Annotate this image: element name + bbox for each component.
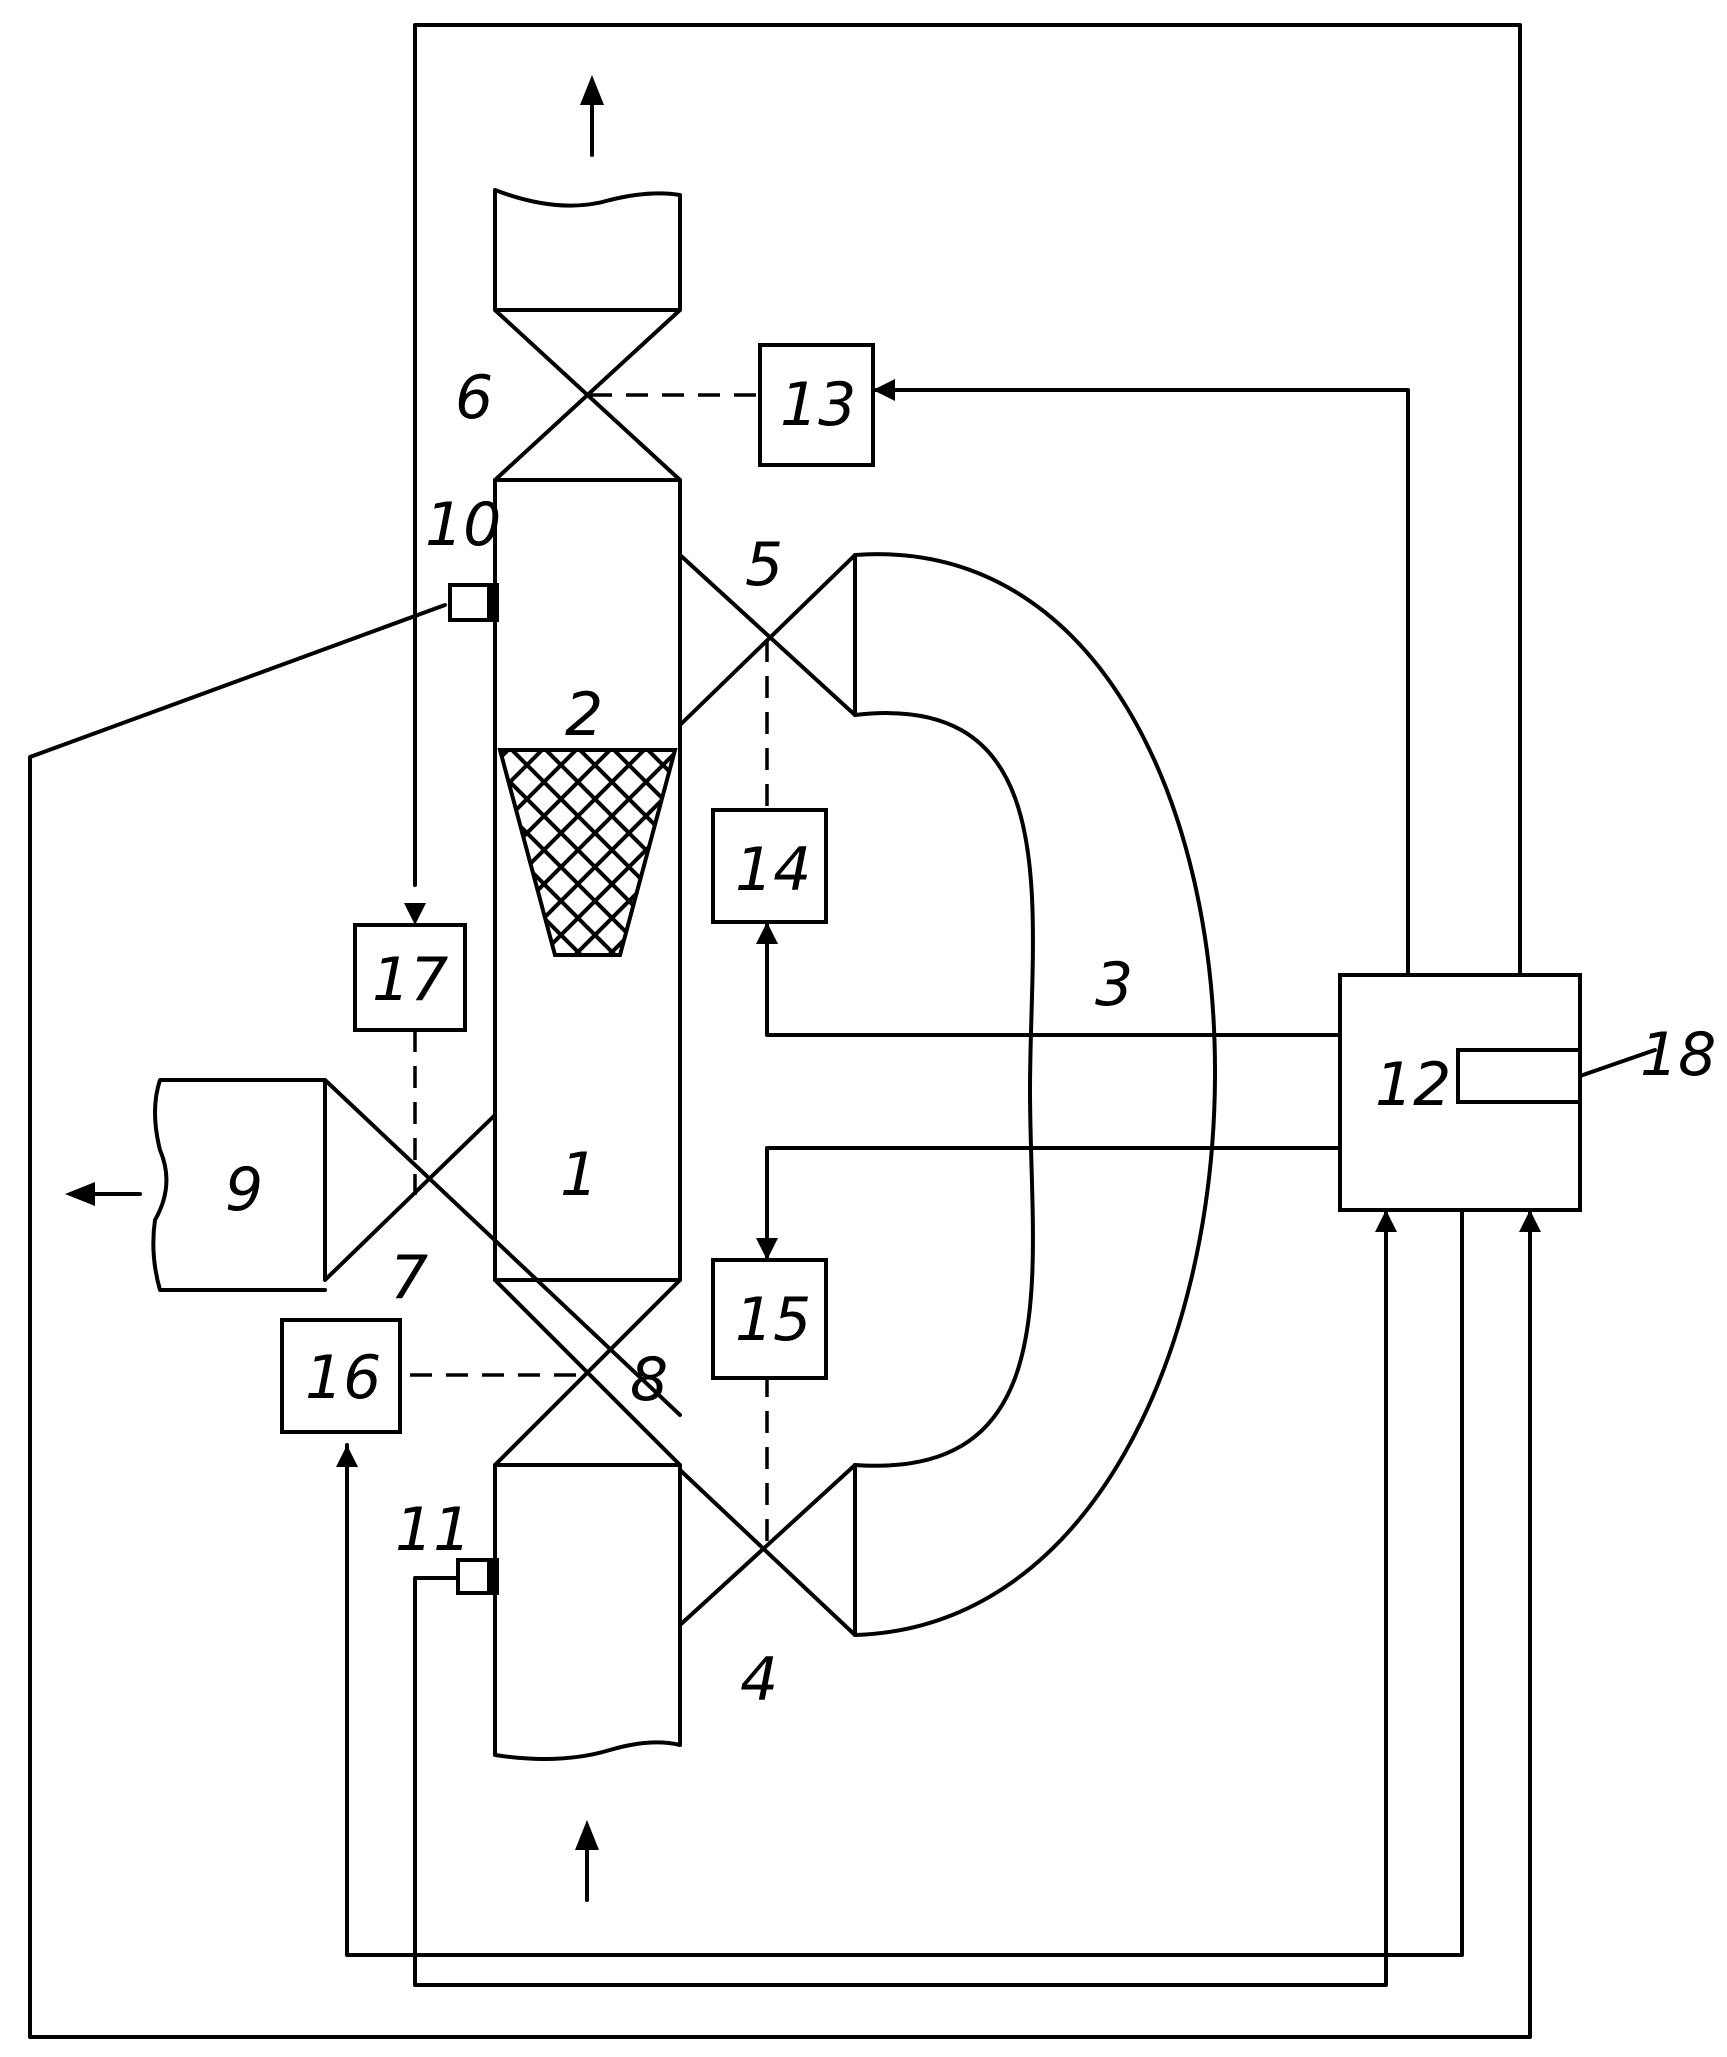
arrow-into-actuator-16 xyxy=(336,1445,358,1467)
sensor-11-line xyxy=(415,1210,1386,1985)
arrow-into-actuator-15 xyxy=(756,1238,778,1260)
controller-to-actuator-13-line xyxy=(873,390,1408,975)
arrow-into-actuator-14 xyxy=(756,922,778,944)
label-outlet-pipe-9: 9 xyxy=(225,1155,263,1225)
label-actuator-13: 13 xyxy=(780,370,856,440)
arrow-into-controller-left xyxy=(1375,1210,1397,1232)
pipe-9-flow-arrowhead xyxy=(65,1182,95,1206)
arrow-into-controller-right xyxy=(1519,1210,1541,1232)
arrow-into-actuator-13 xyxy=(873,379,895,401)
label-module-18: 18 xyxy=(1640,1020,1716,1090)
label-valve-6: 6 xyxy=(455,363,493,433)
label-sensor-10: 10 xyxy=(425,490,501,560)
label-column-1: 1 xyxy=(560,1140,598,1210)
top-outlet-pipe xyxy=(495,190,680,310)
inlet-flow-arrowhead xyxy=(575,1820,599,1850)
label-actuator-15: 15 xyxy=(735,1285,811,1355)
label-valve-8: 8 xyxy=(630,1345,668,1415)
label-sensor-11: 11 xyxy=(395,1495,471,1565)
controller-to-actuator-16-line xyxy=(347,1210,1462,1955)
label-packing-2: 2 xyxy=(565,680,603,750)
label-valve-4: 4 xyxy=(740,1645,778,1715)
label-actuator-14: 14 xyxy=(735,835,811,905)
label-bypass-duct-3: 3 xyxy=(1095,950,1133,1020)
packing-2 xyxy=(500,750,675,955)
arrow-into-actuator-17 xyxy=(404,903,426,925)
valve-6 xyxy=(495,310,680,480)
label-valve-7: 7 xyxy=(390,1243,428,1313)
sensor-10-tip xyxy=(487,583,499,622)
label-actuator-16: 16 xyxy=(305,1343,381,1413)
controller-module-18 xyxy=(1458,1050,1580,1102)
label-controller-12: 12 xyxy=(1375,1050,1451,1120)
label-valve-5: 5 xyxy=(745,530,783,600)
sensor-11-tip xyxy=(487,1558,499,1595)
controller-to-actuator-15-line xyxy=(767,1148,1340,1260)
label-actuator-17: 17 xyxy=(372,945,448,1015)
bottom-inlet-pipe xyxy=(495,1465,680,1759)
controller-to-actuator-14-line xyxy=(767,922,1340,1035)
bypass-duct-3-inner xyxy=(855,713,1033,1466)
outlet-flow-arrowhead xyxy=(580,75,604,105)
bypass-duct-3-outer xyxy=(855,554,1215,1635)
